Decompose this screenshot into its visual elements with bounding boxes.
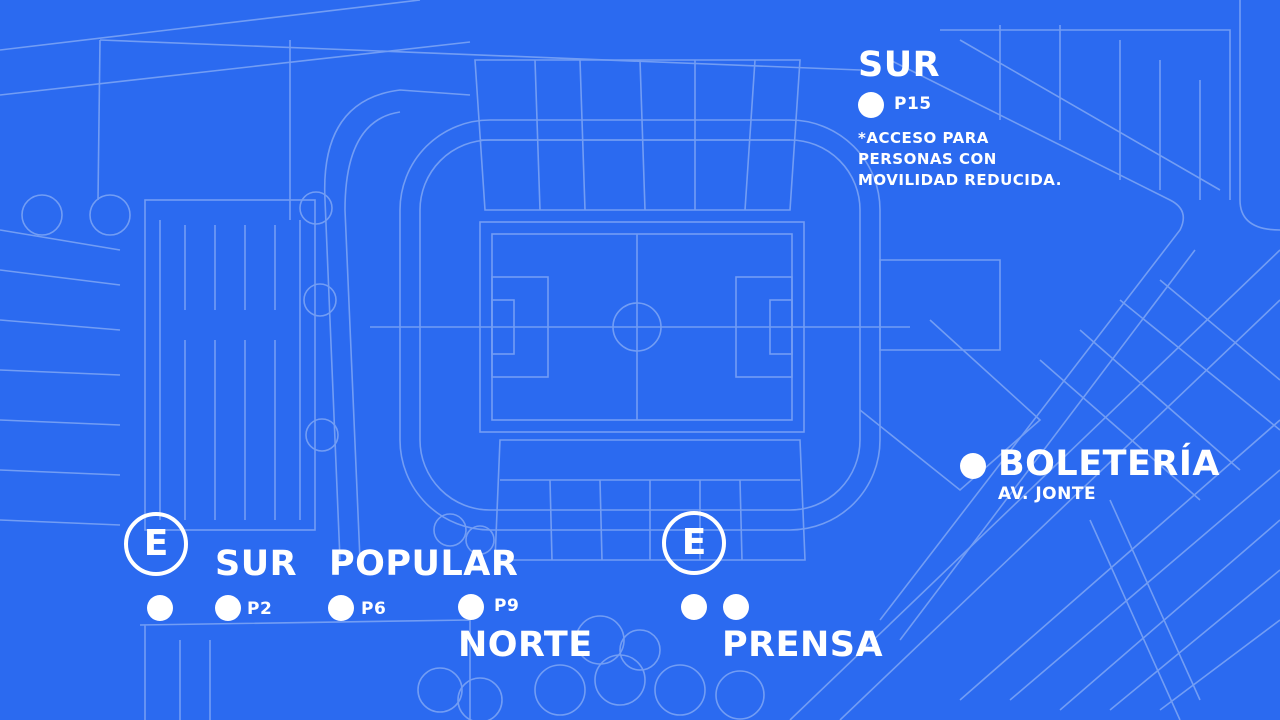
gate-p15-marker-icon — [858, 92, 884, 118]
gate-p2-label: P2 — [247, 599, 273, 619]
accessibility-note: *ACCESO PARA PERSONAS CON MOVILIDAD REDU… — [858, 129, 1062, 189]
north-stand — [474, 59, 801, 211]
parking-e-icon: E — [124, 512, 188, 576]
prensa-label: PRENSA — [722, 625, 884, 665]
parking-e-icon: E — [662, 511, 726, 575]
gate-p2-marker-icon — [215, 595, 241, 621]
sur-bottom-label: SUR — [215, 544, 298, 584]
road-line — [0, 0, 421, 51]
boleteria-label: BOLETERÍA — [998, 444, 1220, 484]
gate-p15-label: P15 — [894, 94, 932, 114]
popular-label: POPULAR — [329, 544, 519, 584]
gate-p9-marker-icon — [458, 594, 484, 620]
gate-p9-label: P9 — [494, 596, 520, 616]
gate-norte-marker-icon — [681, 594, 707, 620]
gate-p6-marker-icon — [328, 595, 354, 621]
sur-top-label: SUR — [858, 45, 941, 85]
stadium-perimeter — [323, 89, 471, 561]
stadium-bowl — [399, 119, 881, 531]
avenue-jonte — [789, 249, 1280, 720]
av-jonte-label: AV. JONTE — [998, 484, 1097, 504]
ticket-office-marker-icon — [960, 453, 986, 479]
gate-p6-label: P6 — [361, 599, 387, 619]
gate-prensa-marker-icon — [723, 594, 749, 620]
norte-label: NORTE — [458, 625, 593, 665]
road-line — [99, 39, 861, 71]
south-stand — [494, 439, 806, 561]
parking-lot — [144, 199, 316, 531]
road-line — [0, 41, 471, 96]
gate-marker-icon — [147, 595, 173, 621]
